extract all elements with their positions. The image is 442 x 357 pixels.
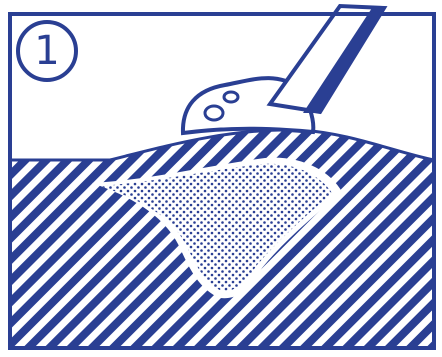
probe-hole-large (205, 106, 223, 120)
step-number: 1 (34, 28, 59, 74)
circled-step-number-icon: 1 (18, 22, 76, 80)
probe-handle (270, 6, 384, 113)
probe-hole-small (224, 92, 238, 102)
